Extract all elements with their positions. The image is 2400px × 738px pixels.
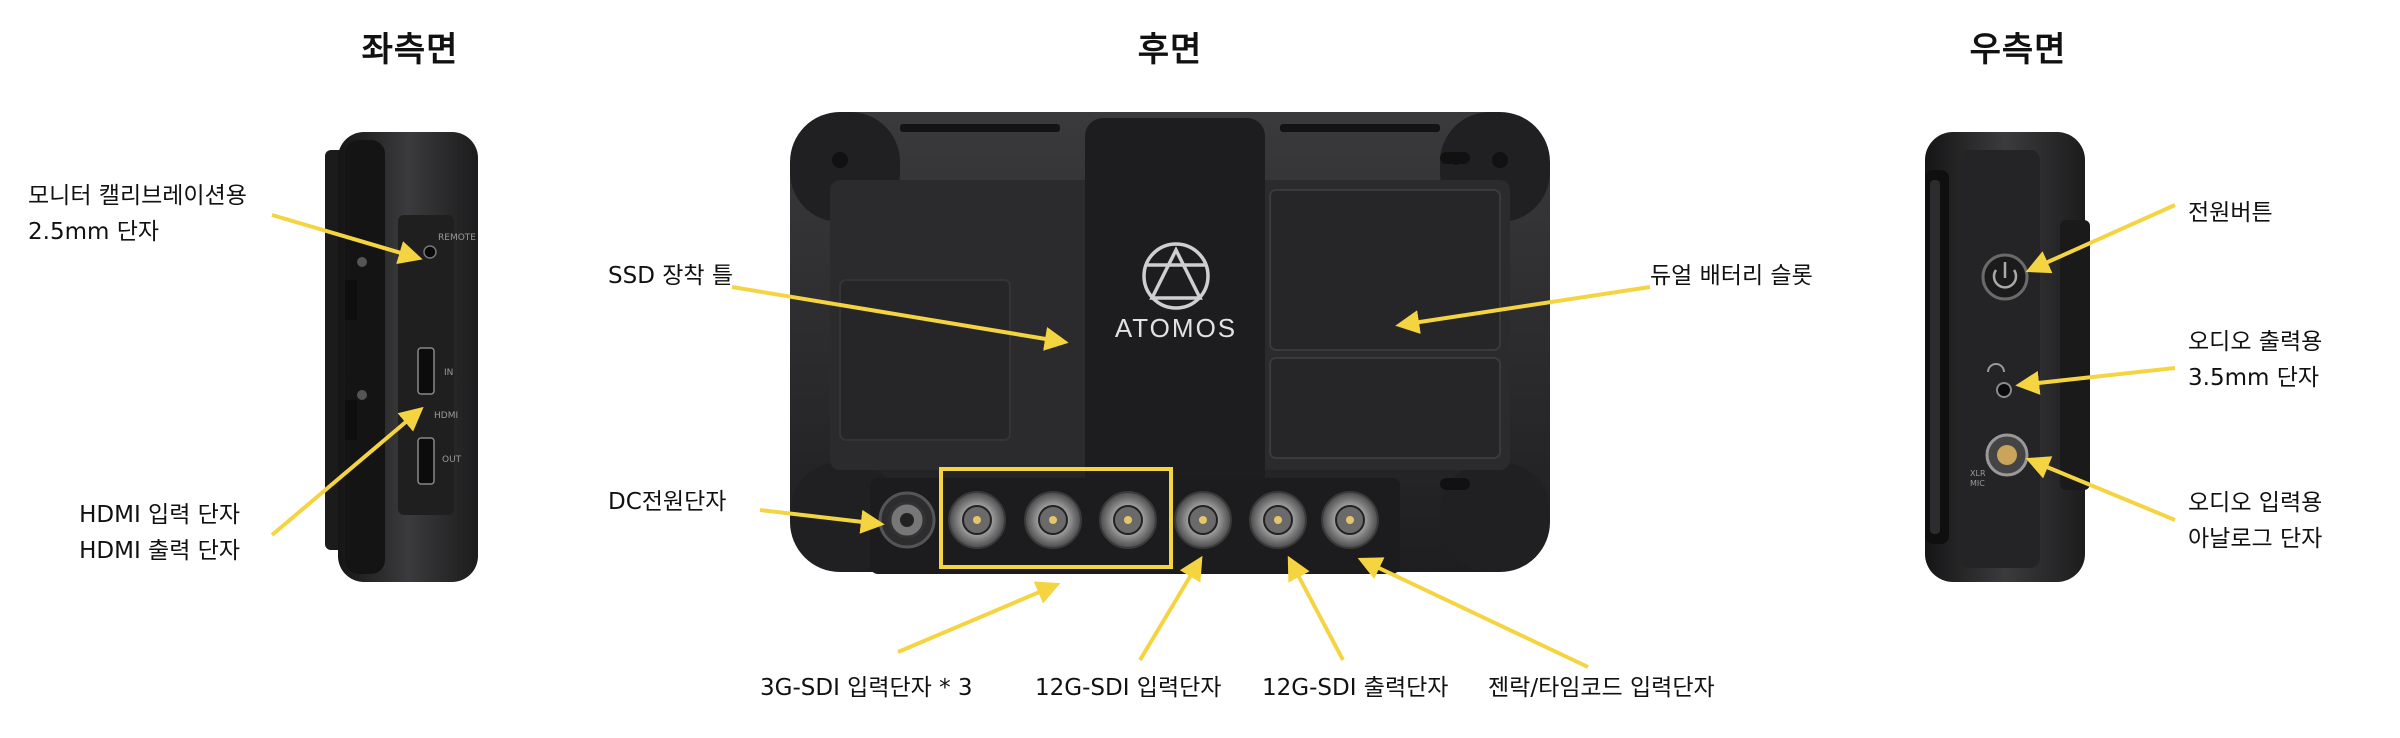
label-audio-in: 오디오 입력용 아날로그 단자	[2188, 490, 2323, 552]
label-genlock: 젠락/타임코드 입력단자	[1488, 675, 1715, 701]
brand-text: ATOMOS	[1115, 313, 1237, 343]
label-sdi-3g: 3G-SDI 입력단자 * 3	[760, 675, 973, 701]
label-sdi-12g-in: 12G-SDI 입력단자	[1035, 675, 1222, 701]
label-dual-battery: 듀얼 배터리 슬롯	[1650, 263, 1813, 289]
heading-rear: 후면	[1137, 30, 1203, 70]
bnc-connector-12g-in-icon	[1174, 491, 1232, 549]
label-ssd-mount: SSD 장착 틀	[608, 263, 734, 289]
label-calibration: 모니터 캘리브레이션용 2.5mm 단자	[28, 183, 247, 245]
left-side-device	[325, 132, 478, 582]
right-side-device	[1925, 132, 2090, 582]
remote-port-text: REMOTE	[438, 233, 476, 243]
rear-device	[790, 112, 1550, 574]
arrow-dual-battery	[1395, 285, 1651, 334]
bnc-connector-3g-1-icon	[948, 491, 1006, 549]
label-power-button: 전원버튼	[2188, 200, 2273, 226]
hdmi-brand-text: HDMI	[434, 411, 458, 421]
arrow-calibration	[271, 213, 423, 265]
atomos-logo-icon	[1142, 242, 1210, 310]
bnc-connector-3g-3-icon	[1099, 491, 1157, 549]
remote-jack-icon	[423, 245, 437, 259]
hdmi-out-port-text: OUT	[442, 455, 462, 465]
hdmi-out-port-icon	[417, 437, 435, 485]
label-dc-power: DC전원단자	[608, 489, 727, 515]
audio-out-jack-icon	[1996, 382, 2012, 398]
arrow-hdmi	[270, 406, 424, 537]
heading-right-side: 우측면	[1969, 30, 2067, 70]
bnc-connector-12g-out-icon	[1249, 491, 1307, 549]
hdmi-in-port-text: IN	[444, 368, 453, 378]
bnc-connector-genlock-icon	[1321, 491, 1379, 549]
heading-left-side: 좌측면	[361, 30, 459, 70]
power-button-icon	[1981, 253, 2029, 301]
arrow-dc-power	[759, 508, 885, 534]
xlr-input-connector-icon	[1985, 433, 2029, 477]
arrow-audio-out	[2015, 366, 2176, 395]
arrow-sdi-3g	[897, 581, 1061, 654]
arrow-power-button	[2025, 203, 2176, 274]
hdmi-in-port-icon	[417, 347, 435, 395]
mic-port-text: MIC	[1970, 479, 1985, 488]
arrow-audio-in	[2025, 456, 2176, 522]
sdi-3g-highlight-box	[939, 467, 1173, 569]
bnc-connector-3g-2-icon	[1024, 491, 1082, 549]
label-sdi-12g-out: 12G-SDI 출력단자	[1262, 675, 1449, 701]
arrow-genlock	[1357, 557, 1589, 669]
arrow-sdi-12g-in	[1138, 555, 1203, 662]
dc-power-connector-icon	[878, 491, 936, 549]
arrow-ssd-mount	[731, 285, 1069, 351]
xlr-port-text: XLR	[1970, 469, 1986, 478]
label-audio-out: 오디오 출력용 3.5mm 단자	[2188, 329, 2323, 391]
headphone-icon	[1987, 363, 2005, 373]
arrow-sdi-12g-out	[1287, 555, 1345, 661]
label-hdmi-ports: HDMI 입력 단자 HDMI 출력 단자	[79, 502, 240, 564]
